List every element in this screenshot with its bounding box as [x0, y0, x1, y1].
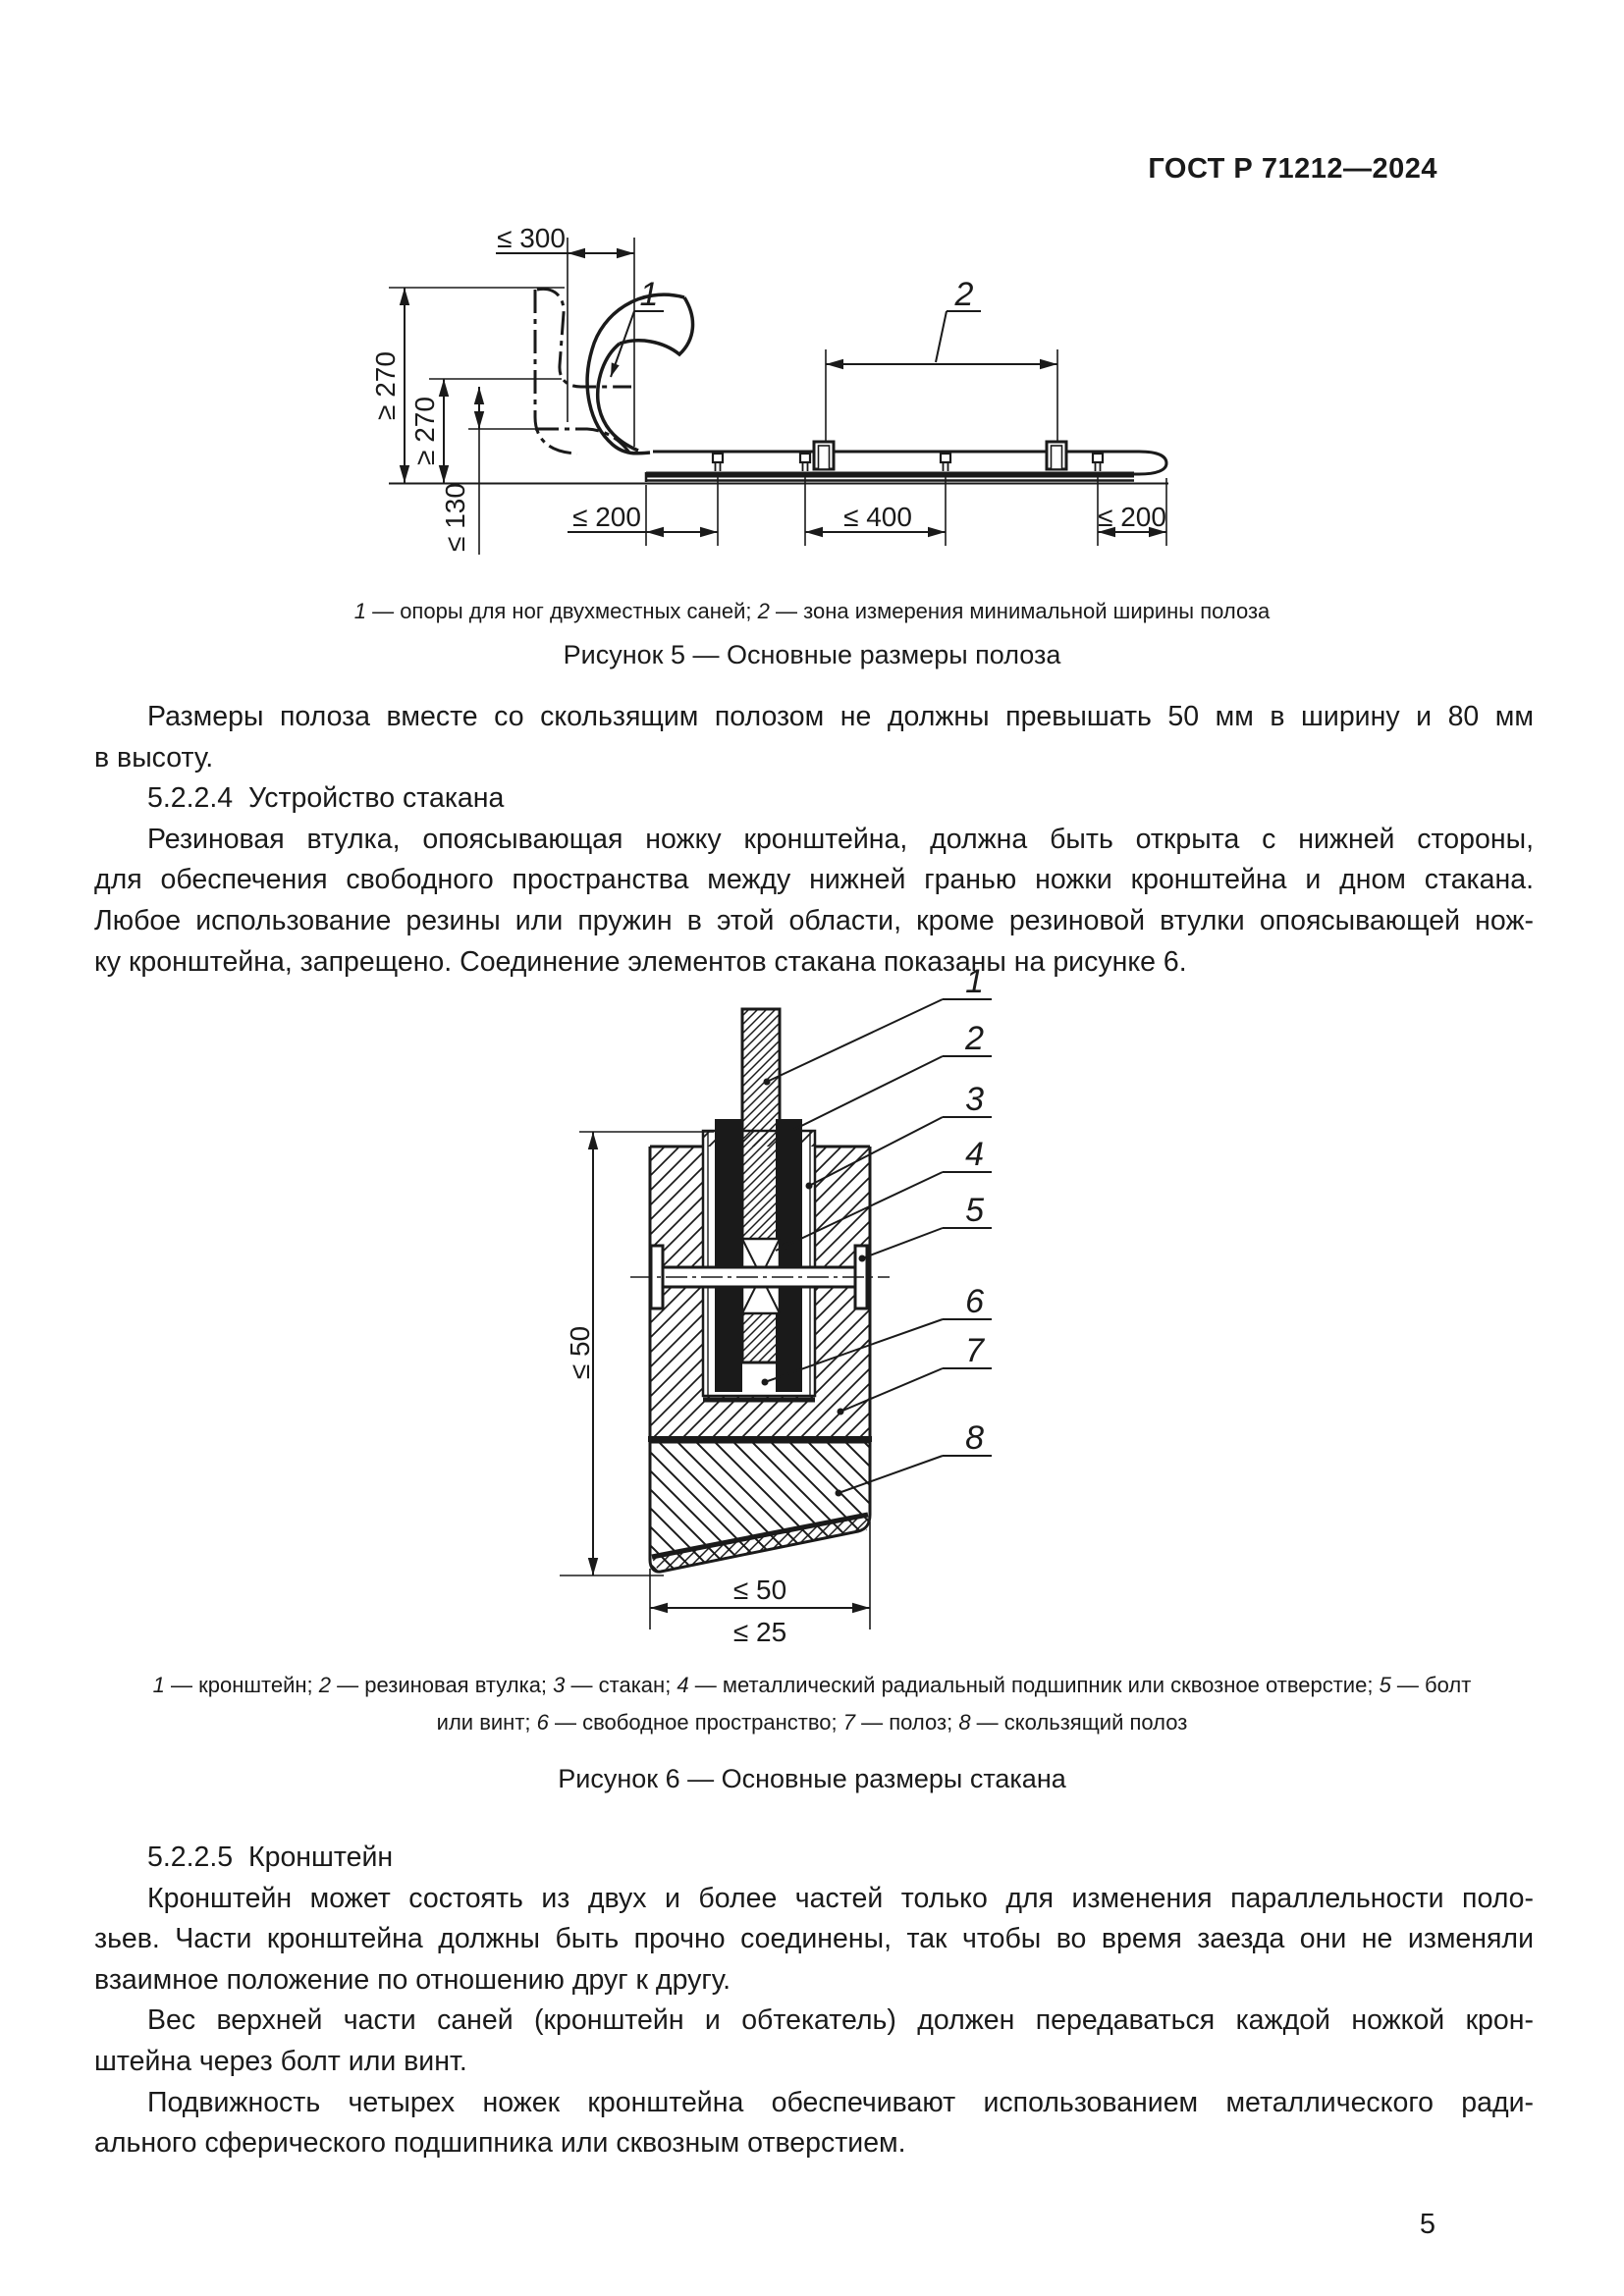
text-line: Размеры полоза вместе со скользящим поло… [147, 701, 1534, 732]
dim-50h: ≤ 50 [733, 1575, 786, 1605]
figure5-caption: Рисунок 5 — Основные размеры полоза [563, 640, 1061, 669]
dimension-lines [399, 247, 1166, 538]
text-line: для обеспечения свободного пространства … [94, 864, 1534, 896]
mark-1: 1 [965, 963, 984, 1000]
mark-6: 6 [965, 1283, 984, 1320]
mark-8: 8 [965, 1419, 984, 1457]
mark-3: 3 [965, 1081, 984, 1118]
runner [653, 450, 1168, 476]
mark-2: 2 [964, 1020, 984, 1057]
text-line: штейна через болт или винт. [94, 2045, 467, 2077]
bracket-leg [740, 1007, 782, 1364]
dim-25: ≤ 25 [733, 1617, 786, 1647]
text-line: взаимное положение по отношению друг к д… [94, 1963, 731, 1996]
leader-lines [610, 310, 981, 378]
sliding-runner-section [648, 1440, 872, 1574]
section-heading-5224: 5.2.2.4 Устройство стакана [147, 782, 505, 815]
dim-130: ≤ 130 [440, 483, 470, 552]
mark-1: 1 [640, 276, 659, 313]
runner-bolts [711, 452, 1105, 471]
text-line: в высоту. [94, 741, 214, 774]
dim-200-right: ≤ 200 [1098, 502, 1166, 532]
figure6-drawing: ≤ 50 ≤ 50 ≤ 25 1 2 3 4 5 6 7 8 [560, 963, 992, 1647]
dimension-lines [587, 1132, 870, 1614]
extension-lines [560, 1131, 871, 1629]
text-line: Любое использование резины или пружин в … [94, 904, 1534, 936]
leader-lines [764, 998, 992, 1494]
text-block-2: 5.2.2.5 Кронштейн Кронштейн может состоя… [94, 1838, 1534, 2164]
figure6-legend: 1 — кронштейн; 2 — резиновая втулка; 3 —… [152, 1673, 1472, 1735]
sliding-runner [644, 471, 1134, 482]
mark-4: 4 [965, 1136, 984, 1173]
page-title: ГОСТ Р 71212—2024 [1148, 153, 1437, 185]
dim-400: ≤ 400 [843, 502, 912, 532]
text-line: Подвижность четырех ножек кронштейна обе… [147, 2086, 1534, 2118]
text-line: Резиновая втулка, опоясывающая ножку кро… [147, 823, 1534, 855]
dim-300: ≤ 300 [497, 223, 566, 253]
figure6-caption: Рисунок 6 — Основные размеры стакана [558, 1764, 1066, 1793]
figure5-legend: 1 — опоры для ног двухместных саней; 2 —… [353, 599, 1271, 623]
section-heading-5225: 5.2.2.5 Кронштейн [147, 1842, 394, 1873]
mark-5: 5 [965, 1192, 984, 1229]
text-line: зьев. Части кронштейна должны быть прочн… [94, 1923, 1534, 1955]
text-line: Вес верхней части саней (кронштейн и обт… [147, 2004, 1534, 2037]
text-line: ку кронштейна, запрещено. Соединение эле… [94, 945, 1187, 978]
mark-7: 7 [965, 1332, 985, 1369]
leader-dots [761, 1078, 866, 1497]
page-number: 5 [1419, 2209, 1435, 2240]
dim-270-outer: ≥ 270 [370, 351, 401, 420]
dim-50v: ≤ 50 [565, 1326, 595, 1379]
mark-2: 2 [954, 276, 974, 313]
dim-270-inner: ≥ 270 [409, 397, 440, 465]
text-line: Кронштейн может состоять из двух и более… [147, 1882, 1534, 1914]
bolt [630, 1244, 890, 1310]
bracket-centerlines [533, 287, 631, 455]
dim-200-left: ≤ 200 [572, 502, 641, 532]
text-line: ального сферического подшипника или скво… [94, 2127, 906, 2160]
figure5-drawing: ≤ 300 ≥ 270 ≥ 270 ≤ 130 ≤ 200 ≤ 400 ≤ 20… [370, 223, 1168, 555]
runner-front-curve [585, 293, 695, 455]
text-block-1: Размеры полоза вместе со скользящим поло… [94, 697, 1534, 983]
runner-cups [812, 440, 1068, 471]
